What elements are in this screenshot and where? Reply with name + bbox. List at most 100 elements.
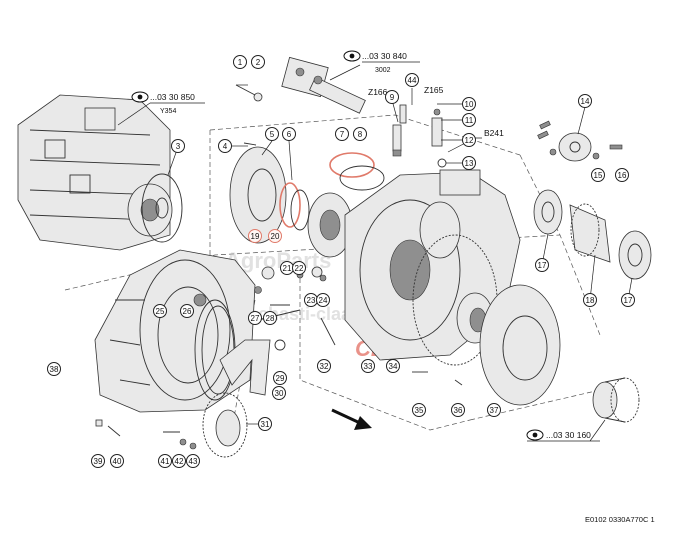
callout-26: 26 (180, 304, 194, 318)
callout-18: 18 (583, 293, 597, 307)
callout-number: 1 (238, 58, 243, 67)
callout-number: 24 (319, 296, 328, 305)
callout-number: 33 (364, 362, 373, 371)
callout-40: 40 (110, 454, 124, 468)
shift-fork-30 (219, 309, 301, 396)
callout-number: 43 (189, 457, 198, 466)
ref-840: ...03 30 840 3002 (343, 50, 420, 74)
callout-number: 37 (490, 406, 499, 415)
callout-6: 6 (282, 127, 296, 141)
callout-number: 26 (183, 307, 192, 316)
callout-9: 9 (385, 90, 399, 104)
callout-number: 21 (283, 264, 292, 273)
callout-15: 15 (591, 168, 605, 182)
callout-number: 10 (465, 100, 474, 109)
callout-circle (621, 293, 635, 307)
callout-circle (258, 417, 272, 431)
callout-number: 39 (94, 457, 103, 466)
callout-35: 35 (412, 403, 426, 417)
callout-number: 5 (270, 130, 275, 139)
svg-text:Y354: Y354 (160, 108, 176, 115)
callout-circle (158, 454, 172, 468)
callout-number: 16 (618, 171, 627, 180)
callout-circle (272, 386, 286, 400)
callout-number: 27 (251, 314, 260, 323)
callout-number: 7 (340, 130, 345, 139)
callout-circle (273, 371, 287, 385)
callout-circle (583, 293, 597, 307)
direction-arrow (331, 408, 372, 430)
plate-37 (479, 284, 561, 406)
bearings-7-8 (307, 152, 385, 258)
callout-number: 44 (408, 76, 417, 85)
callout-16: 16 (615, 168, 629, 182)
callout-number: 18 (586, 296, 595, 305)
ref-160: ...03 30 160 (526, 419, 606, 442)
callout-circle (218, 139, 232, 153)
misc-labels: Z166 Z165 B241 E0102 0330A770C 1 (368, 85, 655, 524)
callout-37: 37 (487, 403, 501, 417)
svg-text:...03 30 850: ...03 30 850 (150, 92, 195, 102)
callout-34: 34 (386, 359, 400, 373)
callout-44: 44 (405, 73, 419, 87)
callout-14: 14 (578, 94, 592, 108)
callout-11: 11 (462, 113, 476, 127)
callout-number: 17 (538, 261, 547, 270)
callout-number: 28 (266, 314, 275, 323)
callout-8: 8 (353, 127, 367, 141)
callout-28: 28 (263, 311, 277, 325)
callout-30: 30 (272, 386, 286, 400)
callout-43: 43 (186, 454, 200, 468)
callout-25: 25 (153, 304, 167, 318)
callout-circle (248, 229, 262, 243)
callout-circle (487, 403, 501, 417)
callout-number: 42 (175, 457, 184, 466)
callout-21: 21 (280, 261, 294, 275)
callout-circle (405, 73, 419, 87)
callout-10: 10 (462, 97, 476, 111)
callout-17: 17 (535, 258, 549, 272)
callout-circle (535, 258, 549, 272)
callout-circle (578, 94, 592, 108)
callout-number: 9 (390, 93, 395, 102)
svg-text:...03 30 160: ...03 30 160 (546, 430, 591, 440)
gear-31 (202, 392, 258, 458)
cap-14 (537, 106, 623, 162)
callout-circle (451, 403, 465, 417)
callout-circle (268, 229, 282, 243)
callout-number: 31 (261, 420, 270, 429)
figure-code: E0102 0330A770C 1 (585, 515, 655, 524)
callout-number: 23 (307, 296, 316, 305)
callout-12: 12 (462, 133, 476, 147)
callout-number: 11 (465, 116, 474, 125)
callout-33: 33 (361, 359, 375, 373)
callout-13: 13 (462, 156, 476, 170)
callout-number: 3 (176, 142, 181, 151)
callout-number: 19 (251, 232, 260, 241)
svg-text:B241: B241 (484, 128, 504, 138)
callout-circle (615, 168, 629, 182)
callout-number: 17 (624, 296, 633, 305)
callout-42: 42 (172, 454, 186, 468)
callout-number: 32 (320, 362, 329, 371)
callout-circle (263, 311, 277, 325)
callout-circle (335, 127, 349, 141)
callout-38: 38 (47, 362, 61, 376)
callout-circle (385, 90, 399, 104)
callout-20: 20 (268, 229, 282, 243)
callout-circle (386, 359, 400, 373)
svg-text:Z166: Z166 (368, 87, 388, 97)
callout-2: 2 (251, 55, 265, 69)
callout-number: 4 (223, 142, 228, 151)
callout-circle (171, 139, 185, 153)
callout-circle (353, 127, 367, 141)
callout-number: 29 (276, 374, 285, 383)
fasteners (95, 142, 463, 450)
callout-circle (265, 127, 279, 141)
callout-number: 8 (358, 130, 363, 139)
callout-number: 13 (465, 159, 474, 168)
callout-circle (251, 55, 265, 69)
callout-7: 7 (335, 127, 349, 141)
callout-22: 22 (292, 261, 306, 275)
callout-3: 3 (171, 139, 185, 153)
